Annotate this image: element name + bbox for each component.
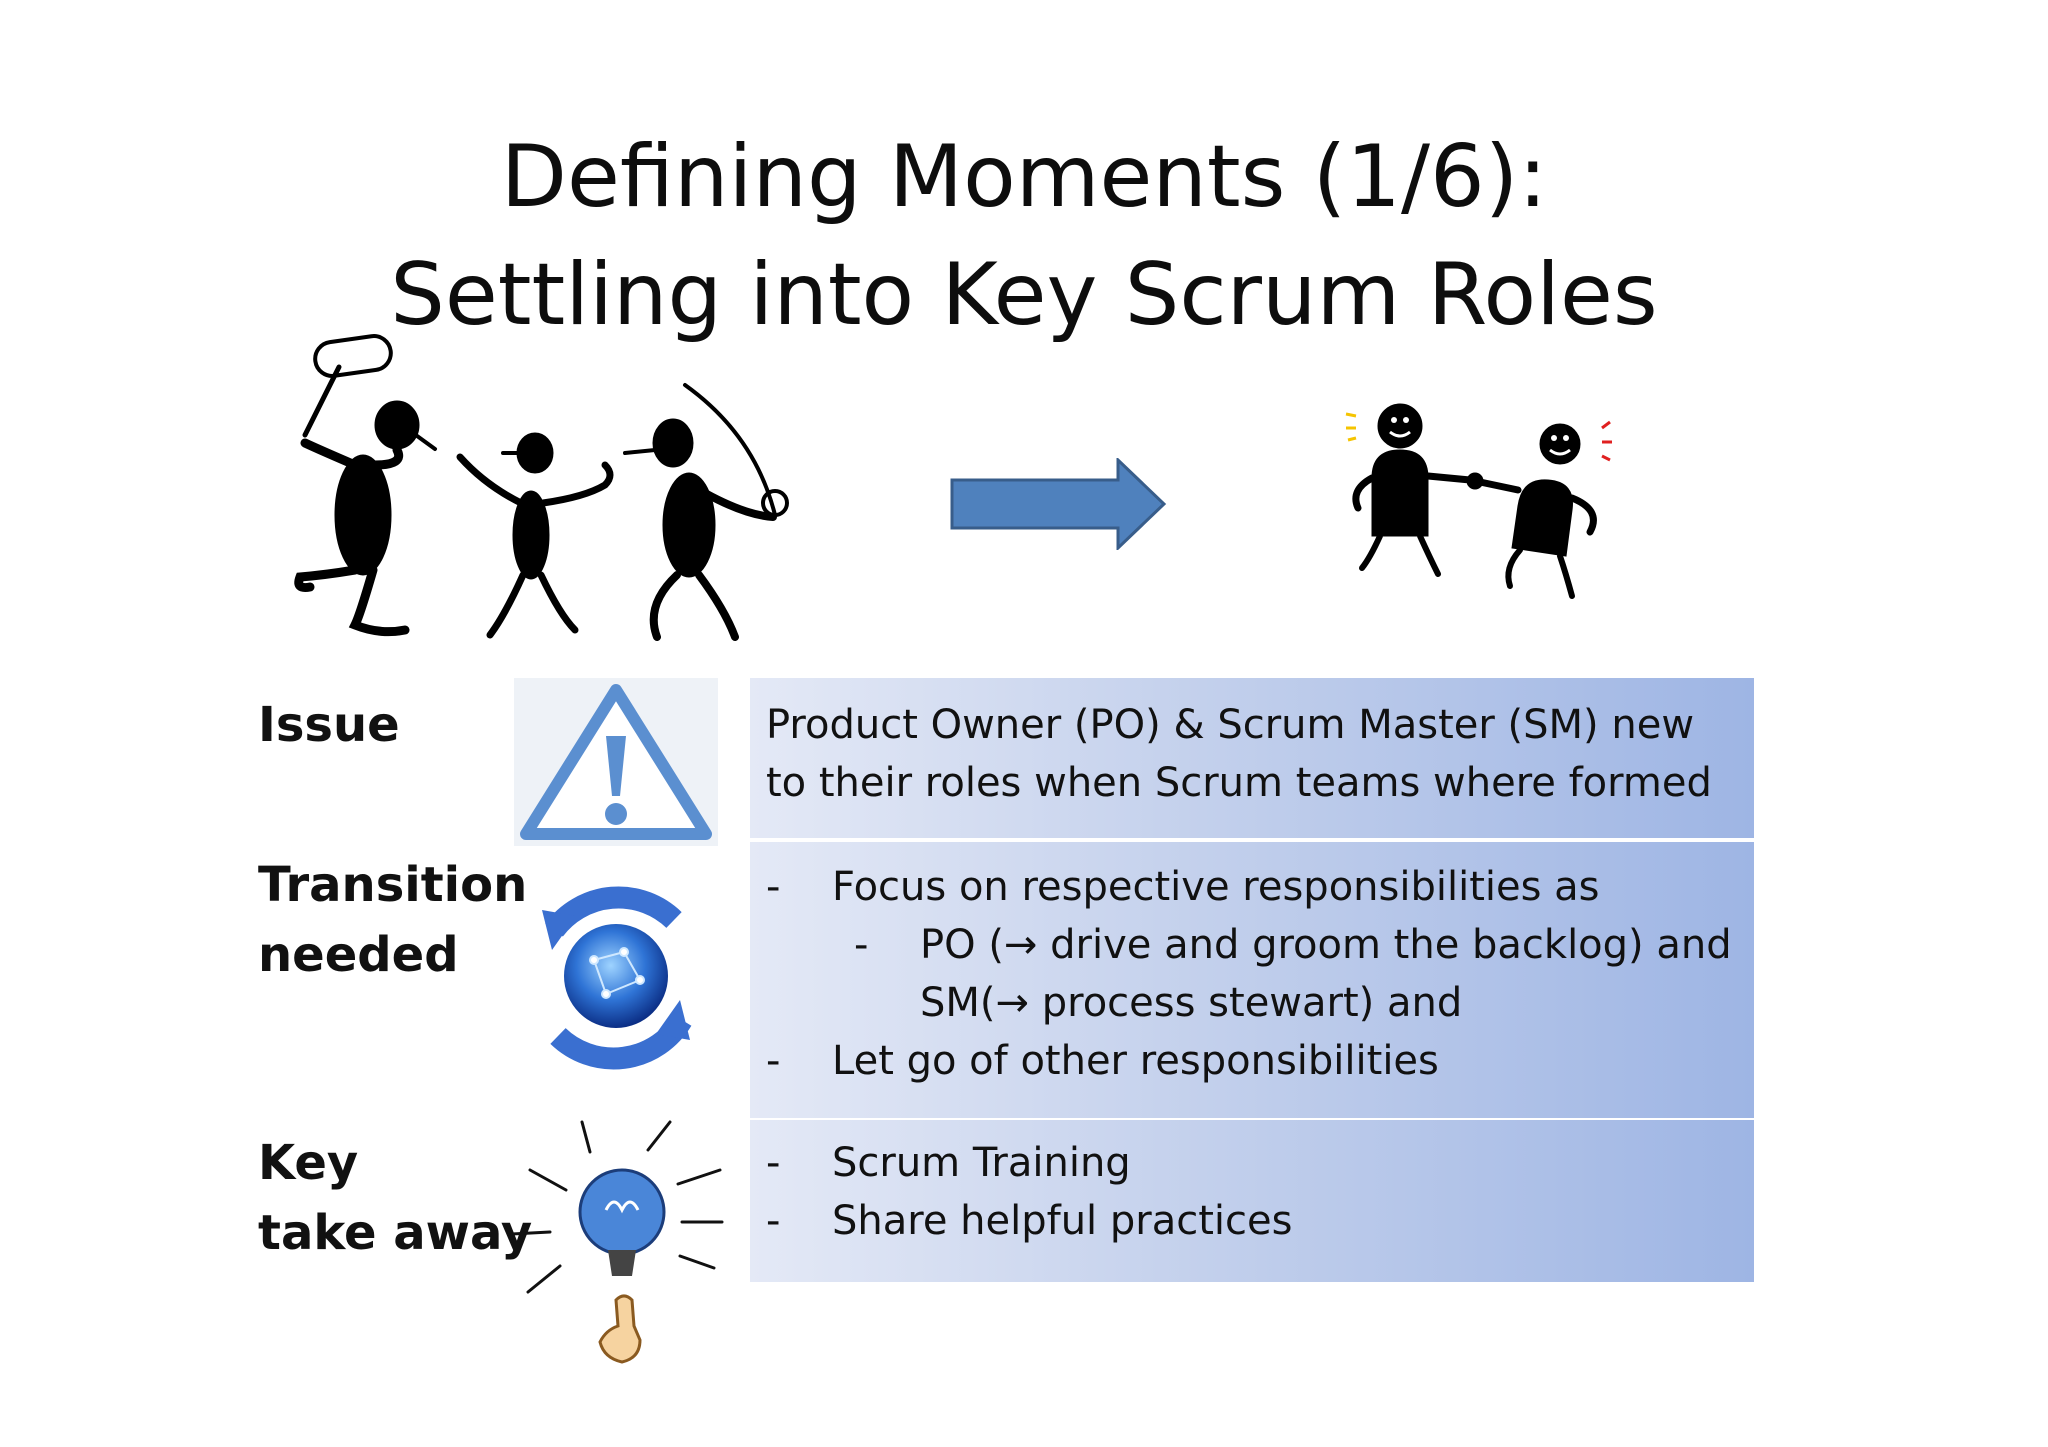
transition-sub-bullet-line-1: PO (→ drive and groom the backlog) and [920, 922, 1732, 968]
takeaway-bullet-2: Share helpful practices [832, 1198, 1293, 1244]
title-line-2: Settling into Key Scrum Roles [390, 245, 1658, 345]
slide-title: Defining Moments (1/6): Settling into Ke… [0, 118, 2048, 354]
lightbulb-idea-icon [510, 1120, 724, 1364]
takeaway-label-line-2: take away [258, 1205, 533, 1261]
shaking-hands-figures [1345, 403, 1612, 599]
takeaway-label: Key take away [258, 1128, 532, 1268]
issue-line-2: to their roles when Scrum teams where fo… [766, 760, 1712, 806]
warning-icon [514, 678, 718, 846]
bullet-dash: - [766, 1140, 781, 1186]
fighting-stick-figures [294, 334, 789, 641]
issue-label: Issue [258, 690, 400, 760]
transition-sub-bullet-line-2: SM(→ process stewart) and [920, 980, 1463, 1026]
transition-bullet-1: Focus on respective responsibilities as [832, 864, 1600, 910]
right-arrow [950, 458, 1167, 550]
sub-bullet-dash: - [854, 922, 869, 968]
takeaway-label-line-1: Key [258, 1135, 359, 1191]
bullet-dash: - [766, 1038, 781, 1084]
transition-label-line-1: Transition [258, 857, 528, 913]
title-line-1: Defining Moments (1/6): [500, 127, 1548, 227]
bullet-dash: - [766, 864, 781, 910]
issue-line-1: Product Owner (PO) & Scrum Master (SM) n… [766, 702, 1695, 748]
transition-label-line-2: needed [258, 927, 459, 983]
transition-bullet-2: Let go of other responsibilities [832, 1038, 1439, 1084]
takeaway-bullet-1: Scrum Training [832, 1140, 1131, 1186]
bullet-dash: - [766, 1198, 781, 1244]
takeaway-panel: - Scrum Training - Share helpful practic… [750, 1120, 1754, 1282]
issue-label-text: Issue [258, 697, 400, 753]
issue-panel: Product Owner (PO) & Scrum Master (SM) n… [750, 678, 1754, 838]
transition-label: Transition needed [258, 850, 527, 990]
transition-panel: - Focus on respective responsibilities a… [750, 842, 1754, 1118]
refresh-globe-icon [542, 886, 692, 1070]
